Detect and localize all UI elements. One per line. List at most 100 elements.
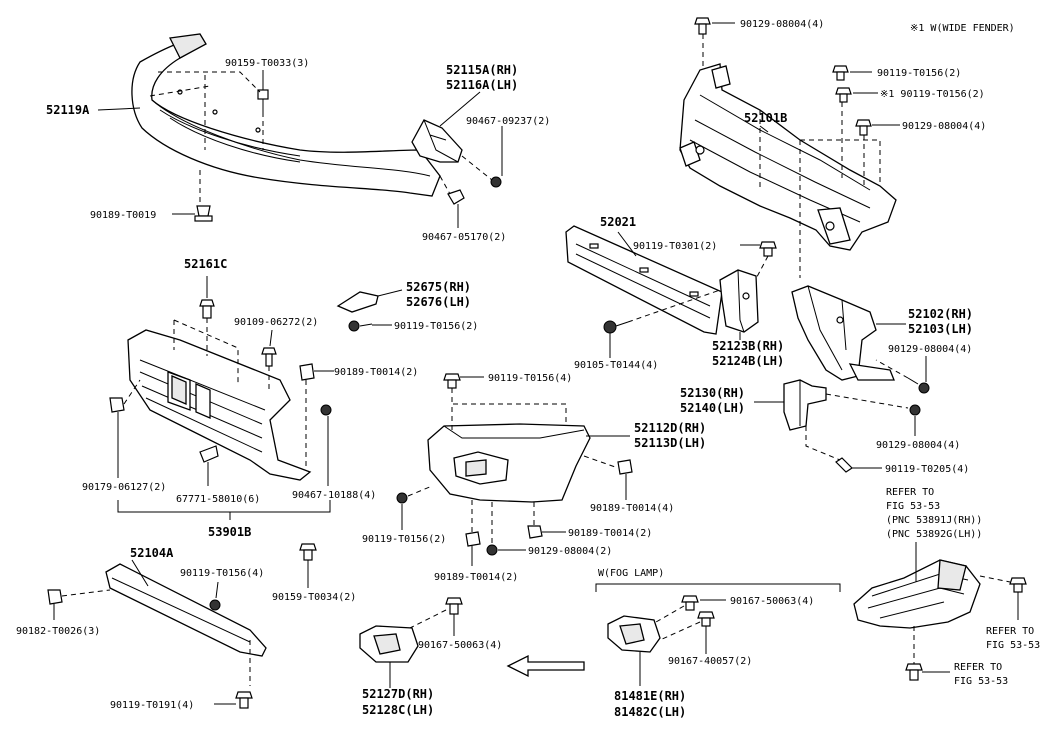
clip-90189-T0019[interactable] [194,205,213,222]
label-90179-06127: 90179-06127(2) [82,482,166,493]
refer-note-1-line2[interactable]: FIG 53-53 [886,501,940,512]
label-90129-08004-a: 90129-08004(4) [740,19,824,30]
label-90119-T0156-c: 90119-T0156(2) [394,321,478,332]
label-90159-T0034: 90159-T0034(2) [272,592,356,603]
label-90109-06272: 90109-06272(2) [234,317,318,328]
bolt-90129-08004-c[interactable] [907,377,930,394]
label-52123B: 52123B(RH) [712,339,784,353]
bolt-90167-50063-b[interactable] [681,595,699,611]
bumper-extension-52112D[interactable] [427,423,591,503]
molding-52675[interactable] [336,291,379,313]
label-90189-T0014-c: 90189-T0014(2) [568,528,652,539]
bracket-52115A[interactable] [411,119,463,163]
refer-note-3-line1[interactable]: REFER TO [954,662,1002,673]
clip-90189-T0014-b[interactable] [617,459,633,475]
label-90119-T0156-e: 90119-T0156(2) [362,534,446,545]
bolt-90129-08004-d[interactable] [909,404,921,416]
label-90467-10188: 90467-10188(4) [292,490,376,501]
radiator-support-52101B[interactable] [679,63,897,251]
bolt-90119-T0205[interactable] [835,457,853,473]
refer-note-2-line2[interactable]: FIG 53-53 [986,640,1040,651]
label-90167-50063-a: 90167-50063(4) [418,640,502,651]
bolt-90167-50063-a[interactable] [445,597,463,615]
label-52130: 52130(RH) [680,386,745,400]
label-52113D: 52113D(LH) [634,436,706,450]
license-plate-bracket-52021[interactable] [565,225,723,335]
label-52128C: 52128C(LH) [362,703,434,717]
clip-90467-10188[interactable] [320,404,332,416]
label-90189-T0014-d: 90189-T0014(2) [434,572,518,583]
label-90467-05170: 90467-05170(2) [422,232,506,243]
label-53901B: 53901B [208,525,251,539]
label-52101B: 52101B [744,111,787,125]
clip-90182-T0026[interactable] [47,589,63,605]
clip-52161C[interactable] [199,299,215,319]
label-90129-08004-e: 90129-08004(2) [528,546,612,557]
label-90119-T0156-f: 90119-T0156(4) [180,568,264,579]
label-90159-T0033: 90159-T0033(3) [225,58,309,69]
clip-90467-05170[interactable] [447,189,465,205]
splash-shield[interactable] [853,559,981,629]
label-52115A: 52115A(RH) [446,63,518,77]
bolt-90159-T0033[interactable] [257,89,269,112]
bracket-52123B[interactable] [719,269,759,333]
clip-90179-06127[interactable] [109,397,125,413]
label-90189-T0014-b: 90189-T0014(4) [590,503,674,514]
bolt-90119-T0301[interactable] [759,241,777,257]
fog-cover-81481E[interactable] [607,615,661,653]
label-90129-08004-c: 90129-08004(4) [888,344,972,355]
label-52102: 52102(RH) [908,307,973,321]
top-note-wide-fender: ※1 W(WIDE FENDER) [910,23,1015,34]
clip-90189-T0014-c[interactable] [527,525,543,539]
label-90129-08004-d: 90129-08004(4) [876,440,960,451]
refer-note-3-line2[interactable]: FIG 53-53 [954,676,1008,687]
clip-90159-T0034[interactable] [299,543,317,561]
label-81481E: 81481E(RH) [614,689,686,703]
bolt-90119-T0156-b[interactable] [835,87,852,103]
bolt-90129-08004-e[interactable] [486,544,498,556]
bolt-90119-T0156-c[interactable] [348,320,373,332]
label-81482C: 81482C(LH) [614,705,686,719]
label-90167-40057: 90167-40057(2) [668,656,752,667]
lower-spoiler-part[interactable] [131,33,441,197]
bolt-90129-08004-top[interactable] [694,17,711,35]
bolt-splash-right[interactable] [1009,577,1027,593]
label-90182-T0026: 90182-T0026(3) [16,626,100,637]
refer-note-1-line4: (PNC 53892G(LH)) [886,529,982,540]
label-90105-T0144: 90105-T0144(4) [574,360,658,371]
clip-90119-T0191[interactable] [235,691,253,709]
arrow-left [506,654,585,678]
bolt-splash-bottom[interactable] [905,663,923,681]
screw-90109-06272[interactable] [261,347,277,367]
label-52103: 52103(LH) [908,322,973,336]
label-52675: 52675(RH) [406,280,471,294]
clip-90189-T0014-d[interactable] [465,531,481,547]
bolt-90129-08004-right[interactable] [855,119,872,136]
grille-53901B[interactable] [127,329,312,481]
clip-67771-58010[interactable] [199,445,219,463]
label-90119-T0156-d: 90119-T0156(4) [488,373,572,384]
clip-90189-T0014-a[interactable] [299,363,315,381]
bolt-90119-T0156-d[interactable] [443,373,461,389]
label-52676: 52676(LH) [406,295,471,309]
label-90129-08004-b: 90129-08004(4) [902,121,986,132]
bolt-90119-T0156-e[interactable] [396,492,408,504]
label-52124B: 52124B(LH) [712,354,784,368]
bolt-90119-T0156-f[interactable] [209,599,221,611]
bracket-52102[interactable] [791,285,895,381]
bolt-90105-T0144[interactable] [603,320,629,334]
label-52112D: 52112D(RH) [634,421,706,435]
label-90189-T0014-a: 90189-T0014(2) [334,367,418,378]
bolt-90119-T0156-a[interactable] [832,65,849,81]
label-90119-T0156-b: ※1 90119-T0156(2) [880,89,985,100]
label-52161C: 52161C [184,257,227,271]
fog-cover-52127D[interactable] [359,625,419,663]
label-52140: 52140(LH) [680,401,745,415]
bolt-90167-40057[interactable] [697,611,715,627]
refer-note-2-line1[interactable]: REFER TO [986,626,1034,637]
bracket-52130[interactable] [783,379,827,431]
label-52104A: 52104A [130,546,174,560]
bolt-90467-09237[interactable] [490,176,502,188]
refer-note-1-line1[interactable]: REFER TO [886,487,934,498]
